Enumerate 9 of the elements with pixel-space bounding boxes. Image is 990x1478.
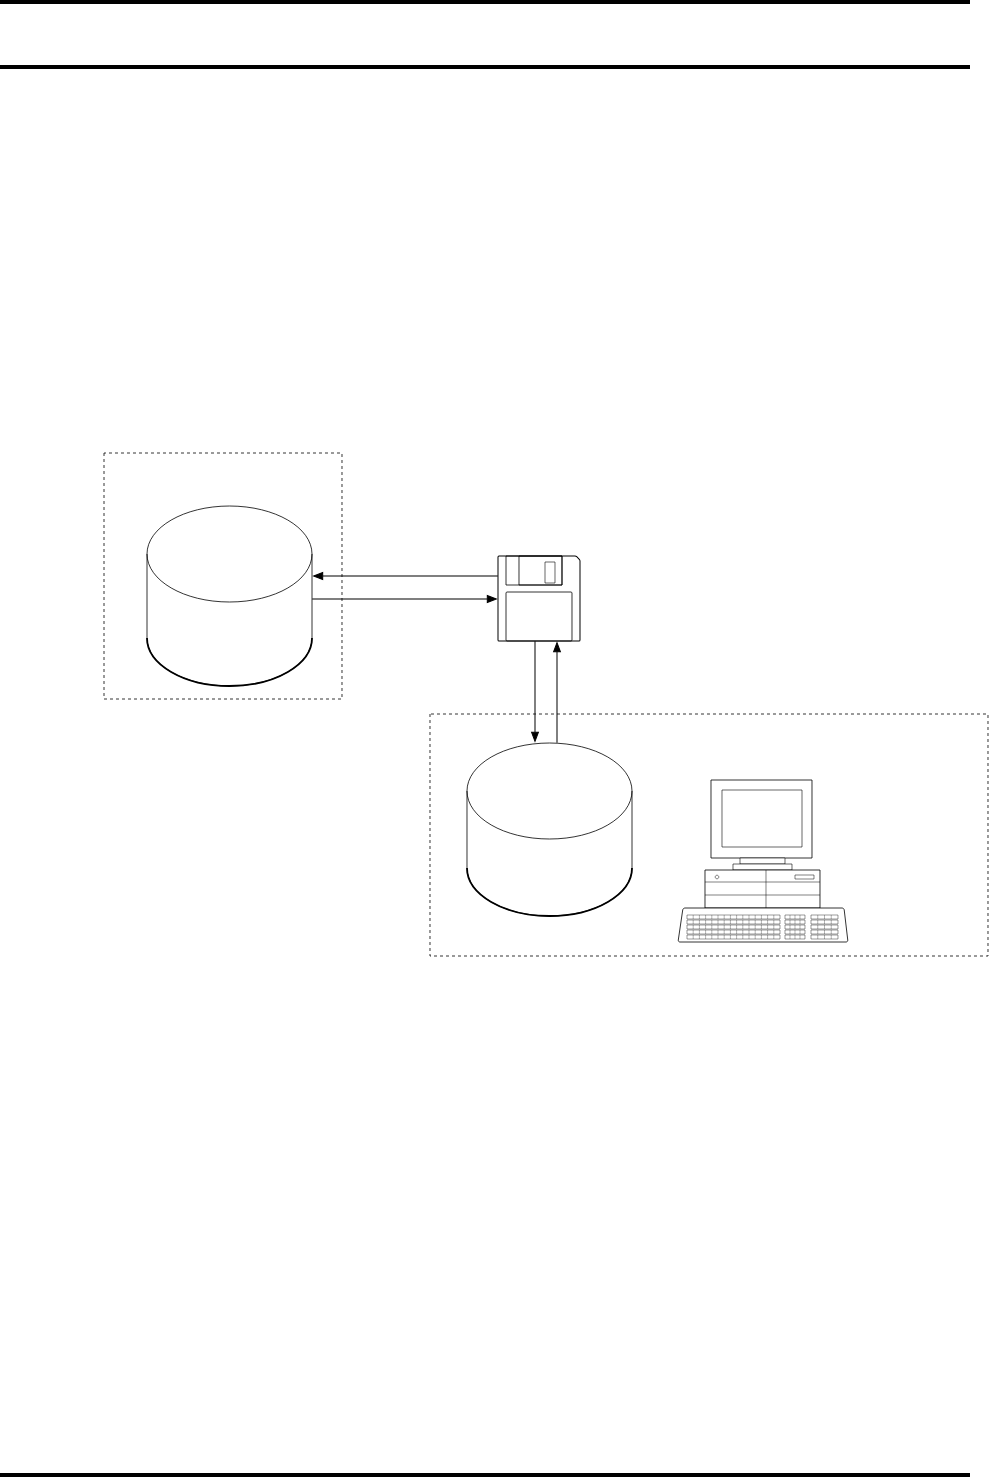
database-cylinder — [146, 505, 313, 687]
arrow — [311, 595, 497, 603]
arrow — [313, 572, 499, 580]
database-cylinder — [466, 742, 633, 917]
picture — [497, 555, 581, 642]
arrow — [531, 640, 539, 742]
dashed-frame — [103, 452, 343, 700]
dashed-frame — [429, 713, 989, 957]
arrow — [553, 642, 561, 744]
